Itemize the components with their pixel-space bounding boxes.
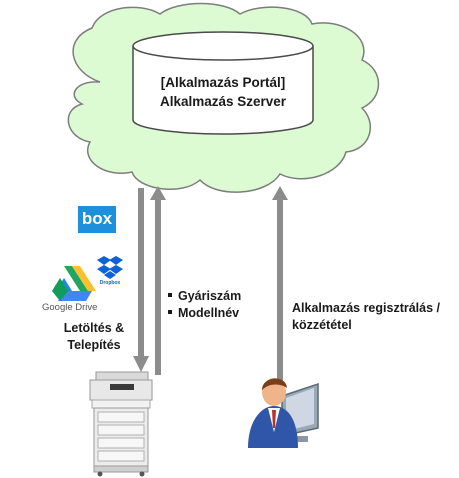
device-info-serial: Gyáriszám (178, 289, 242, 303)
arrow-device-info (150, 186, 166, 375)
arrow-download (133, 188, 149, 372)
server-cylinder (132, 31, 314, 135)
device-info-item: Gyáriszám (168, 288, 241, 305)
server-title-line1: [Alkalmazás Portál] (160, 75, 286, 90)
dropbox-icon (97, 256, 123, 279)
google-drive-logo-text: Google Drive (42, 302, 98, 313)
bullet-icon (168, 309, 172, 314)
user-at-computer-icon (248, 378, 319, 448)
server-title-line2: Alkalmazás Szerver (159, 94, 287, 109)
google-drive-icon (52, 266, 96, 301)
device-info-item: Modellnév (168, 305, 239, 322)
download-label-line2: Telepítés (67, 338, 121, 352)
device-info-model: Modellnév (178, 306, 240, 320)
box-logo-text: box (81, 209, 113, 228)
register-label-line2: közzététel (292, 318, 352, 332)
arrow-register (272, 186, 288, 382)
register-label-line1: Alkalmazás regisztrálás / (292, 301, 440, 315)
box-logo (78, 206, 116, 233)
dropbox-logo-text: Dropbox (99, 280, 121, 286)
printer-icon (89, 371, 153, 477)
bullet-icon (168, 292, 172, 297)
download-label-line1: Letöltés & (63, 321, 125, 335)
